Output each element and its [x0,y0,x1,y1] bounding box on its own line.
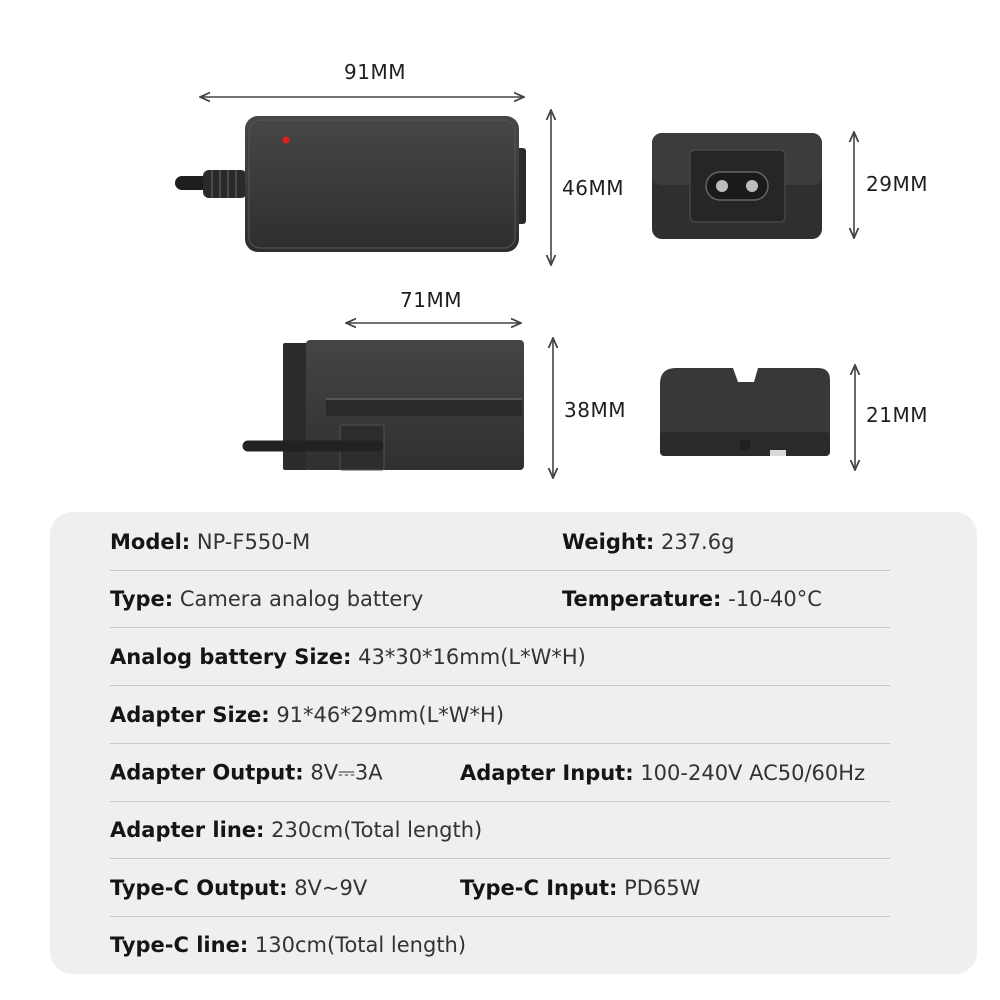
spec-row-battery-size: Analog battery Size: 43*30*16mm(L*W*H) [110,629,890,686]
battery-size-key: Analog battery Size: [110,645,352,669]
spec-row-model: Model: NP-F550-M Weight: 237.6g [110,514,890,571]
type-key: Type: [110,587,174,611]
typec-line-value: 130cm(Total length) [254,933,467,957]
battery-length-label: 71MM [400,288,462,312]
typec-output-key: Type-C Output: [110,876,288,900]
typec-input-key: Type-C Input: [460,876,618,900]
adapter-output-key: Adapter Output: [110,760,304,785]
battery-height-label: 21MM [866,403,928,427]
adapter-line-key: Adapter line: [110,818,265,842]
adapter-output-voltage: 8V [310,760,339,785]
spec-row-adapter-size: Adapter Size: 91*46*29mm(L*W*H) [110,687,890,744]
product-illustration [175,0,1000,500]
spec-row-typec-output: Type-C Output: 8V~9V Type-C Input: PD65W [110,860,890,917]
spec-row-type: Type: Camera analog battery Temperature:… [110,571,890,628]
adapter-height-label: 29MM [866,172,928,196]
spec-row-typec-line: Type-C line: 130cm(Total length) [110,917,890,973]
adapter-top-view [175,116,526,252]
adapter-size-key: Adapter Size: [110,703,270,727]
model-value: NP-F550-M [196,530,311,554]
adapter-output-current: 3A [354,760,383,785]
spec-row-adapter-line: Adapter line: 230cm(Total length) [110,802,890,859]
temperature-key: Temperature: [562,587,722,611]
type-value: Camera analog battery [179,587,424,611]
typec-input-value: PD65W [624,876,701,900]
battery-width-label: 38MM [564,398,626,422]
specs-panel: Model: NP-F550-M Weight: 237.6g Type: Ca… [50,512,977,974]
adapter-input-key: Adapter Input: [460,761,634,785]
weight-key: Weight: [562,530,655,554]
adapter-width-label: 46MM [562,176,624,200]
dc-symbol-icon: ⎓ [338,760,355,785]
ac-socket-icon [705,171,769,201]
battery-end-view [660,368,830,456]
adapter-input-value: 100-240V AC50/60Hz [640,761,866,785]
adapter-length-label: 91MM [344,60,406,84]
led-indicator-icon [282,136,290,144]
model-key: Model: [110,530,191,554]
adapter-end-view [652,133,822,239]
adapter-size-value: 91*46*29mm(L*W*H) [276,703,505,727]
battery-top-view [242,340,524,471]
typec-output-value: 8V~9V [294,876,368,900]
adapter-line-value: 230cm(Total length) [271,818,483,842]
spec-row-adapter-output: Adapter Output: 8V⎓3A Adapter Input: 100… [110,745,890,802]
temperature-value: -10-40°C [728,587,822,611]
weight-value: 237.6g [660,530,735,554]
typec-line-key: Type-C line: [110,933,249,957]
battery-size-value: 43*30*16mm(L*W*H) [358,645,586,669]
